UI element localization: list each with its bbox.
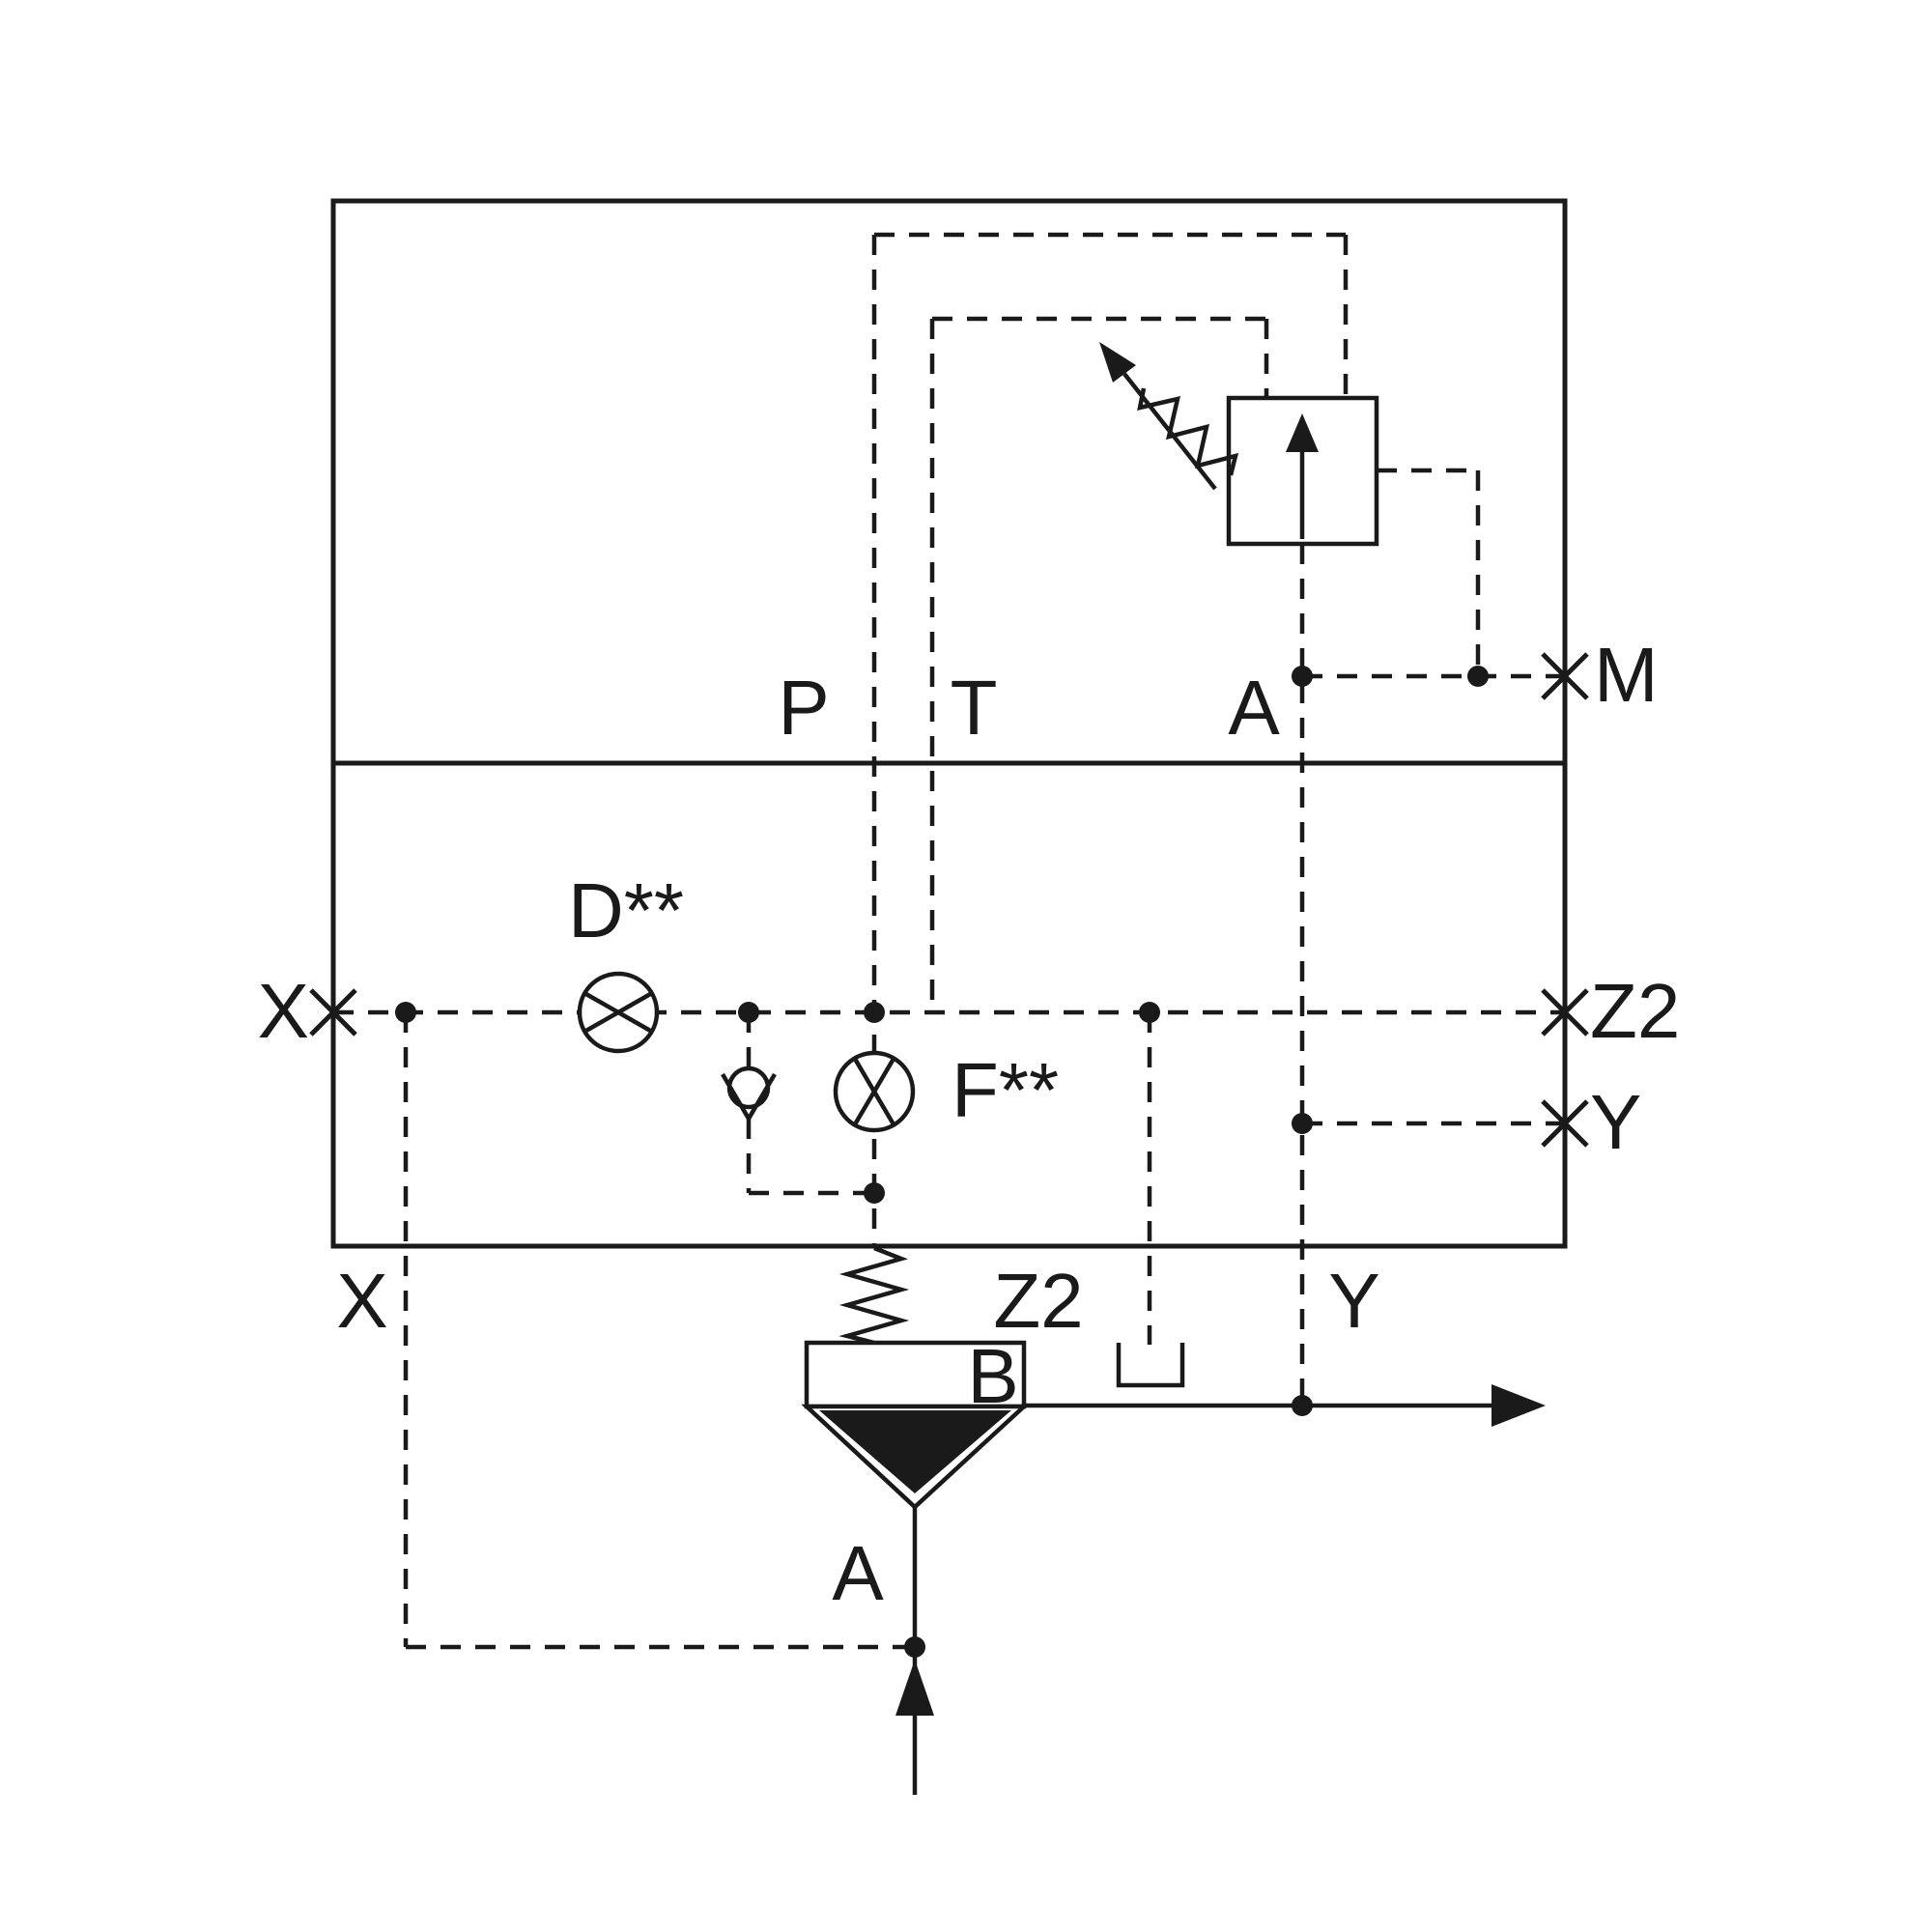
- flow-arrows: [895, 1384, 1546, 1795]
- junction-dot: [1139, 1002, 1160, 1023]
- port-cross-y: [1541, 1099, 1589, 1148]
- main-valve-poppet: [819, 1410, 1011, 1493]
- port-b-flow-arrowhead: [1492, 1384, 1546, 1427]
- port-cross-x: [309, 988, 357, 1037]
- pilot-control-lines: [333, 232, 1565, 1650]
- adjustment-arrow-head: [1099, 342, 1136, 383]
- junction-dot: [864, 1182, 885, 1204]
- junction-dot: [395, 1002, 416, 1023]
- junction-dot: [738, 1002, 759, 1023]
- adjustment-arrow-shaft: [1122, 372, 1217, 491]
- junction-dot: [904, 1636, 925, 1658]
- junction-dots: [395, 666, 1489, 1658]
- port-label-m: M: [1594, 632, 1659, 718]
- port-label-b: B: [967, 1333, 1018, 1419]
- orifice-d-chord-2: [582, 991, 654, 1034]
- relief-valve-flow-arrowhead: [1286, 413, 1319, 452]
- port-label-z2-side: Z2: [1590, 968, 1680, 1054]
- port-crosses: [309, 652, 1589, 1148]
- orifice-f: [833, 1050, 916, 1133]
- port-label-x-bottom: X: [336, 1258, 387, 1344]
- port-labels: P T A M X Z2 Y X Z2 Y B A D** F**: [258, 632, 1681, 1616]
- port-label-a-pilot: A: [1228, 665, 1280, 751]
- port-label-x-side: X: [258, 968, 309, 1054]
- relief-valve-spring: [1137, 387, 1239, 476]
- port-a-flow-arrowhead: [895, 1660, 934, 1716]
- port-label-a-main: A: [832, 1530, 884, 1616]
- check-valve: [721, 1065, 777, 1123]
- main-poppet-valve: [801, 1245, 1030, 1647]
- junction-dot: [1292, 666, 1313, 687]
- orifice-f-label: F**: [952, 1047, 1059, 1133]
- port-label-t: T: [951, 665, 998, 751]
- port-cross-z2: [1541, 988, 1589, 1037]
- port-cross-m: [1541, 652, 1589, 700]
- port-label-y-bottom: Y: [1328, 1258, 1379, 1344]
- z2-plug-bracket: [1116, 1343, 1185, 1388]
- valve-block-boundary: [330, 198, 1568, 1249]
- junction-dot: [1292, 1395, 1313, 1416]
- z2-plug: [1116, 1343, 1185, 1388]
- block-outline: [330, 198, 1568, 1249]
- port-label-y-side: Y: [1590, 1079, 1641, 1165]
- orifice-d-label: D**: [568, 867, 684, 953]
- port-label-z2-bottom: Z2: [993, 1258, 1083, 1344]
- junction-dot: [1467, 666, 1489, 687]
- orifice-f-chord-2: [853, 1057, 895, 1126]
- port-label-p: P: [778, 665, 829, 751]
- junction-dot: [864, 1002, 885, 1023]
- main-valve-spring: [838, 1245, 910, 1346]
- pilot-relief-valve: [1099, 342, 1379, 547]
- orifice-d: [577, 971, 660, 1054]
- check-valve-ball: [726, 1065, 771, 1110]
- junction-dot: [1292, 1113, 1313, 1134]
